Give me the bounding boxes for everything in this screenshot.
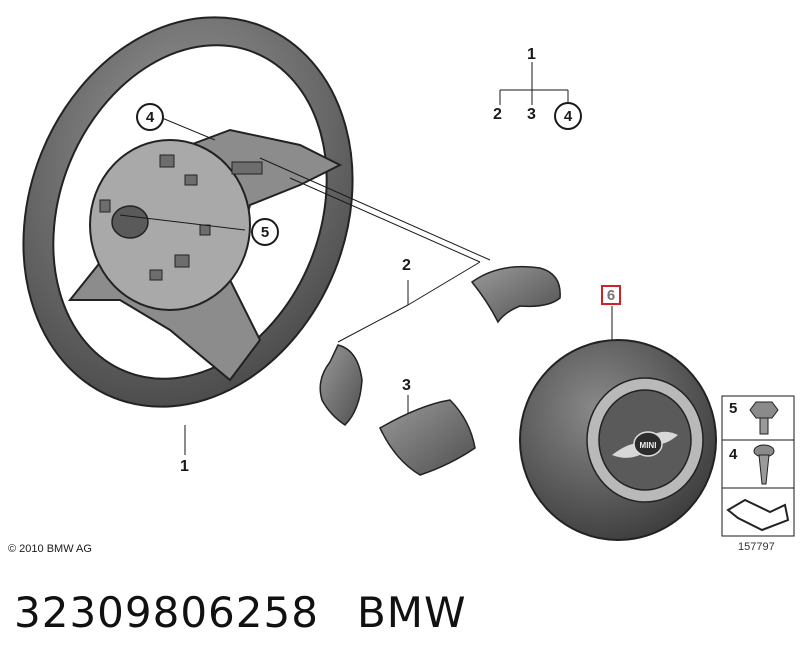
- legend-label-bolt: 5: [729, 400, 738, 417]
- trim-cover-lower: [379, 399, 476, 476]
- tree-child: 2: [493, 106, 502, 123]
- mini-badge: MINI: [640, 441, 657, 450]
- steering-wheel: [22, 16, 354, 408]
- leader-lines: [119, 62, 613, 455]
- callout-airbag-highlighted: 6: [601, 285, 621, 305]
- fastener-legend: [721, 395, 795, 537]
- screw-icon: [753, 444, 775, 485]
- callout-circled-screw-wheel: 4: [136, 103, 164, 131]
- clip-icon: [726, 498, 790, 532]
- trim-cover-upper: [470, 265, 561, 324]
- callout-trim-cover-lower: 3: [402, 377, 411, 394]
- callout-circled-bolt-wheel: 5: [251, 218, 279, 246]
- callout-wheel: 1: [180, 458, 189, 475]
- tree-parent: 1: [527, 46, 536, 63]
- legend-label-screw: 4: [729, 446, 738, 463]
- tree-child-circled: 4: [554, 102, 582, 130]
- drawing-number: 157797: [738, 541, 775, 553]
- part-footer: 32309806258 BMW: [14, 588, 467, 637]
- parts-diagram: MINI 4 5 1 2 3 6 1 2 3 4 5 4: [22, 16, 795, 541]
- airbag-module: MINI: [519, 339, 717, 541]
- brand-name: BMW: [356, 588, 467, 637]
- trim-cover-left: [319, 344, 363, 426]
- bolt-icon: [749, 401, 779, 435]
- callout-trim-cover-upper: 2: [402, 257, 411, 274]
- copyright-notice: © 2010 BMW AG: [8, 543, 92, 555]
- diagram-svg: MINI: [22, 16, 795, 541]
- tree-child: 3: [527, 106, 536, 123]
- part-number: 32309806258: [14, 588, 319, 637]
